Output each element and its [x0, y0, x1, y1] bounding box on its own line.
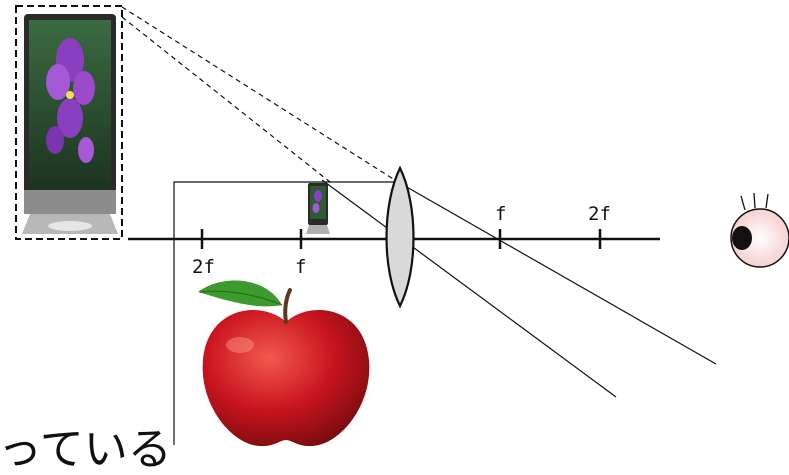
label-f-right: f [495, 203, 506, 225]
virtual-image-monitor [15, 5, 123, 240]
virtual-image-frame [15, 5, 123, 240]
virtual-ray-upper [121, 6, 399, 183]
label-f-left: f [295, 256, 306, 278]
apple-image [198, 280, 370, 447]
label-2f-right: 2f [588, 203, 611, 225]
label-2f-left: 2f [192, 256, 215, 278]
object-monitor [306, 183, 330, 234]
convex-lens [385, 165, 415, 309]
bracket-line [173, 181, 330, 445]
ray-through-center [321, 179, 617, 398]
caption-text: っている [0, 424, 172, 475]
ray-refracted-1 [397, 181, 717, 365]
virtual-ray-lower [121, 16, 331, 183]
eye-icon [730, 192, 789, 268]
